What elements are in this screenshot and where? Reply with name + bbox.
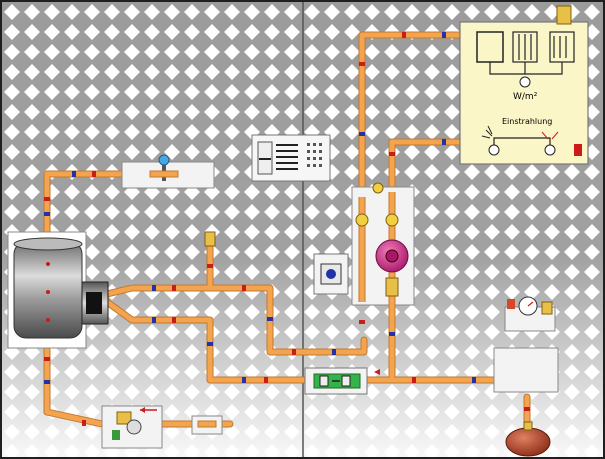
gauge-icon — [504, 296, 556, 332]
radiator-icon — [512, 31, 538, 63]
flow-meter — [191, 415, 223, 435]
pipe-fittings — [44, 32, 530, 427]
sun-sensor-icon — [488, 144, 500, 156]
thermometer-icon — [355, 213, 369, 227]
sensor-box — [313, 253, 349, 295]
heat-exchanger-icon — [304, 367, 380, 395]
air-vent — [204, 231, 216, 247]
sun-rays-icon — [481, 125, 493, 139]
expansion-vessel-icon — [505, 421, 551, 457]
sun-rays-icon — [541, 131, 559, 140]
controller-icon — [251, 134, 331, 182]
sun-sensor-icon — [544, 144, 556, 156]
manifold-box — [493, 347, 559, 393]
irradiance-unit: W/m² — [513, 92, 538, 102]
valve-icon — [121, 154, 215, 189]
storage-tank-icon — [7, 231, 109, 349]
thermometer-icon — [385, 213, 399, 227]
control-panel — [459, 5, 589, 165]
mixing-valve-assembly — [101, 405, 163, 449]
pump-station — [351, 182, 415, 322]
thermometer-icon — [372, 182, 384, 194]
irradiance-label: Einstrahlung — [502, 117, 553, 126]
sensor-icon — [519, 76, 531, 88]
